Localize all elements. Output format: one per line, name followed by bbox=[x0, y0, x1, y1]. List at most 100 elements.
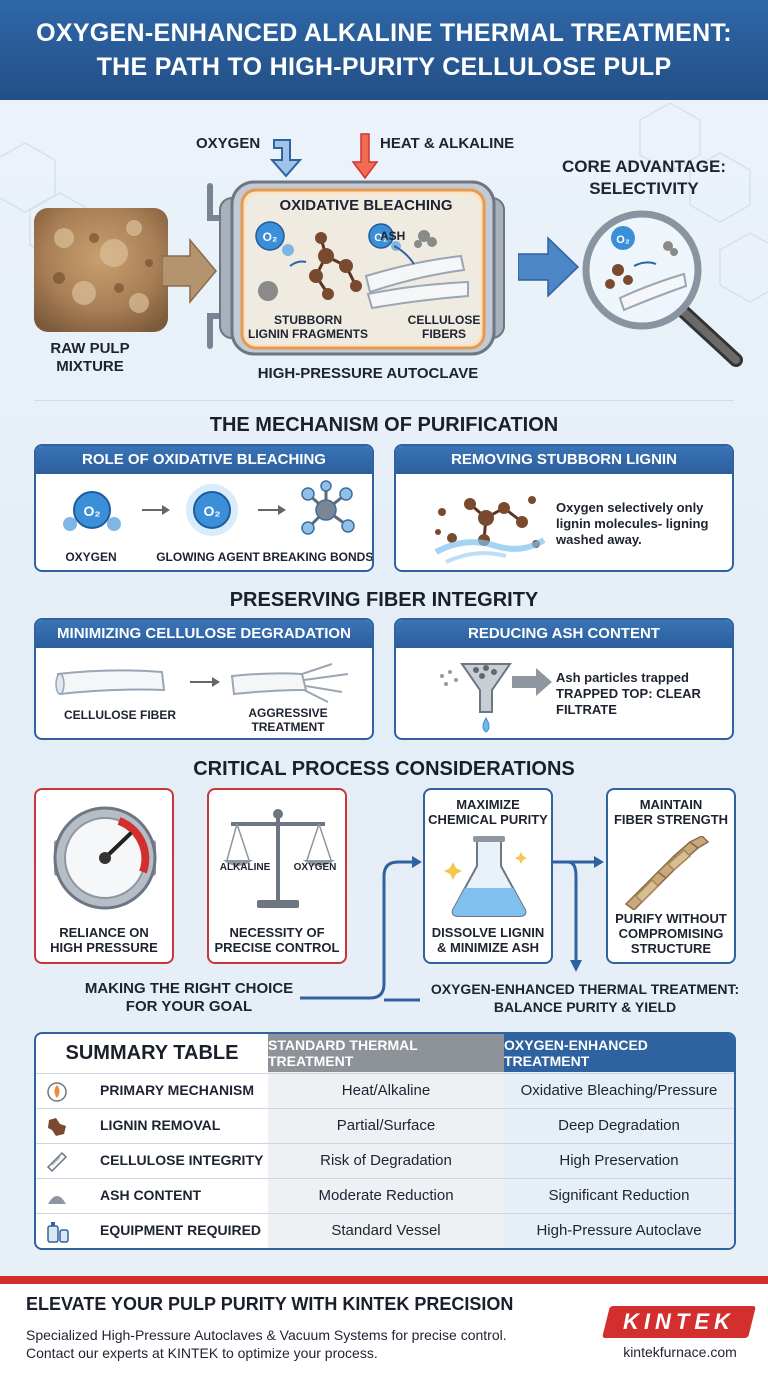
cellulose-label-2: FIBERS bbox=[421, 327, 466, 341]
o2-molecule-icon: O₂ bbox=[255, 221, 294, 256]
glowing-agent-icon: O₂ bbox=[186, 484, 238, 536]
bleaching-sequence-illustration: O₂ O₂ bbox=[63, 480, 355, 536]
aggressive-treatment-label-1: AGGRESSIVE bbox=[248, 706, 328, 720]
strength-heading-2: FIBER STRENGTH bbox=[613, 812, 729, 827]
kintek-logo[interactable]: KINTEK bbox=[602, 1306, 756, 1338]
table-row: LIGNIN REMOVAL Partial/Surface Deep Degr… bbox=[36, 1108, 734, 1143]
purity-heading-1: MAXIMIZE bbox=[456, 797, 520, 812]
decision-flow-arrows bbox=[300, 856, 604, 1002]
aggressive-treatment-label-2: TREATMENT bbox=[251, 720, 325, 734]
fiber-icon bbox=[46, 1151, 68, 1173]
high-pressure-card: RELIANCE ON HIGH PRESSURE bbox=[34, 788, 174, 964]
row-label: LIGNIN REMOVAL bbox=[100, 1117, 221, 1133]
page-header: OXYGEN-ENHANCED ALKALINE THERMAL TREATME… bbox=[0, 0, 768, 100]
scale-alkaline-label: ALKALINE bbox=[219, 862, 271, 873]
integrity-section-title: PRESERVING FIBER INTEGRITY bbox=[229, 589, 539, 611]
ash-cluster-icon bbox=[414, 230, 437, 248]
footer-url-link[interactable]: kintekfurnace.com bbox=[623, 1344, 737, 1360]
removing-lignin-card: REMOVING STUBBORN LIGNIN Oxygen selectiv… bbox=[394, 444, 734, 572]
fiber-comparison-illustration bbox=[55, 663, 349, 703]
ash-pile-icon bbox=[48, 1196, 66, 1204]
vessel-title: OXIDATIVE BLEACHING bbox=[279, 197, 453, 214]
svg-text:O₂: O₂ bbox=[374, 232, 388, 244]
purity-footer-2: & MINIMIZE ASH bbox=[436, 940, 540, 955]
summary-table-title: SUMMARY TABLE bbox=[65, 1041, 239, 1064]
oxygen-step-label: OXYGEN bbox=[65, 550, 117, 564]
o2-molecule-icon-2: O₂ bbox=[368, 223, 401, 251]
footer-line-2: Contact our experts at KINTEK to optimiz… bbox=[26, 1345, 378, 1361]
pressure-label-2: HIGH PRESSURE bbox=[50, 940, 158, 955]
rope-icon bbox=[624, 836, 710, 910]
summary-table: SUMMARY TABLE STANDARD THERMAL TREATMENT… bbox=[34, 1032, 736, 1250]
strength-footer-3: STRUCTURE bbox=[630, 941, 712, 956]
row-label: ASH CONTENT bbox=[100, 1187, 202, 1203]
divider bbox=[34, 400, 734, 401]
oxygen-value: High-Pressure Autoclave bbox=[536, 1222, 702, 1239]
hexagon-pattern bbox=[0, 102, 768, 303]
card-title: MINIMIZING CELLULOSE DEGRADATION bbox=[36, 620, 372, 648]
raw-to-vessel-arrow-icon bbox=[162, 237, 217, 305]
lignin-label-1: STUBBORN bbox=[274, 313, 342, 327]
heat-arrow-icon bbox=[351, 133, 379, 180]
strength-footer-2: COMPROMISING bbox=[618, 926, 724, 941]
strength-footer-1: PURIFY WITHOUT bbox=[615, 911, 727, 926]
page-title-line-1: OXYGEN-ENHANCED ALKALINE THERMAL TREATME… bbox=[36, 19, 732, 47]
oxygen-label: OXYGEN bbox=[196, 135, 261, 152]
standard-column-shade bbox=[268, 1072, 504, 1248]
core-advantage-label-1: CORE ADVANTAGE: bbox=[561, 157, 726, 176]
footer-headline: ELEVATE YOUR PULP PURITY WITH KINTEK PRE… bbox=[26, 1294, 514, 1314]
equipment-icon bbox=[47, 1222, 69, 1243]
oxygen-value: Significant Reduction bbox=[548, 1187, 690, 1204]
oxygen-molecule-icon: O₂ bbox=[63, 491, 121, 531]
flame-drop-icon bbox=[47, 1082, 67, 1102]
balance-label-2: BALANCE PURITY & YIELD bbox=[493, 999, 677, 1015]
standard-value: Risk of Degradation bbox=[320, 1152, 452, 1169]
pressure-label-1: RELIANCE ON bbox=[59, 925, 149, 940]
page-title-line-2: THE PATH TO HIGH-PURITY CELLULOSE PULP bbox=[96, 53, 672, 81]
lignin-washing-illustration bbox=[434, 496, 546, 564]
oxygen-value: Oxidative Bleaching/Pressure bbox=[520, 1082, 718, 1099]
mechanism-section-title: THE MECHANISM OF PURIFICATION bbox=[209, 414, 559, 436]
control-label-1: NECESSITY OF bbox=[229, 925, 325, 940]
row-label: CELLULOSE INTEGRITY bbox=[100, 1152, 264, 1168]
raw-pulp-label-1: RAW PULP bbox=[50, 340, 130, 357]
ash-content-card: REDUCING ASH CONTENT Ash particles trapp… bbox=[394, 618, 734, 740]
cellulose-fiber-icon bbox=[55, 669, 166, 696]
chemical-purity-card: MAXIMIZE CHEMICAL PURITY DISSOLVE LIGNIN… bbox=[423, 788, 553, 964]
core-advantage-label-2: SELECTIVITY bbox=[589, 179, 699, 198]
svg-text:O₂: O₂ bbox=[263, 230, 278, 244]
right-choice-label-1: MAKING THE RIGHT CHOICE bbox=[84, 980, 294, 997]
filter-funnel-icon bbox=[440, 663, 552, 733]
standard-value: Standard Vessel bbox=[331, 1222, 441, 1239]
breaking-bonds-step-label: BREAKING BONDS bbox=[262, 550, 374, 564]
vessel-to-advantage-arrow-icon bbox=[518, 236, 580, 298]
card-title: REMOVING STUBBORN LIGNIN bbox=[396, 446, 732, 474]
cellulose-fiber-label: CELLULOSE FIBER bbox=[63, 708, 176, 722]
raw-pulp-label-2: MIXTURE bbox=[56, 358, 124, 375]
oxygen-value: High Preservation bbox=[559, 1152, 679, 1169]
footer-line-1: Specialized High-Pressure Autoclaves & V… bbox=[26, 1327, 507, 1343]
oxygen-arrow-icon bbox=[270, 139, 303, 178]
oxygen-column-shade bbox=[504, 1072, 734, 1248]
oxidative-bleaching-card: ROLE OF OXIDATIVE BLEACHING O₂ O₂ OXYGEN… bbox=[34, 444, 374, 572]
cellulose-label-1: CELLULOSE bbox=[407, 313, 481, 327]
magnifier-icon: O₂ bbox=[582, 210, 743, 367]
oxygen-value: Deep Degradation bbox=[558, 1117, 680, 1134]
card-title: ROLE OF OXIDATIVE BLEACHING bbox=[36, 446, 372, 474]
heat-alkaline-label: HEAT & ALKALINE bbox=[380, 135, 515, 152]
standard-value: Heat/Alkaline bbox=[341, 1082, 431, 1099]
control-label-2: PRECISE CONTROL bbox=[214, 940, 340, 955]
fiber-strength-card: MAINTAIN FIBER STRENGTH PURIFY WITHOUT C… bbox=[606, 788, 736, 964]
right-choice-label-2: FOR YOUR GOAL bbox=[125, 998, 253, 1015]
table-row: ASH CONTENT Moderate Reduction Significa… bbox=[36, 1178, 734, 1213]
svg-text:O₂: O₂ bbox=[203, 503, 220, 519]
autoclave-label: HIGH-PRESSURE AUTOCLAVE bbox=[257, 365, 479, 382]
balance-label-1: OXYGEN-ENHANCED THERMAL TREATMENT: bbox=[430, 981, 740, 997]
raw-pulp-image bbox=[34, 208, 168, 332]
scale-oxygen-label: OXYGEN bbox=[293, 862, 337, 873]
ash-content-description: Ash particles trapped TRAPPED TOP: CLEAR… bbox=[556, 670, 701, 717]
ash-label: ASH bbox=[380, 229, 406, 243]
card-title: REDUCING ASH CONTENT bbox=[396, 620, 732, 648]
vessel-contents-illustration: O₂ O₂ bbox=[255, 221, 469, 310]
purity-heading-2: CHEMICAL PURITY bbox=[428, 812, 548, 827]
